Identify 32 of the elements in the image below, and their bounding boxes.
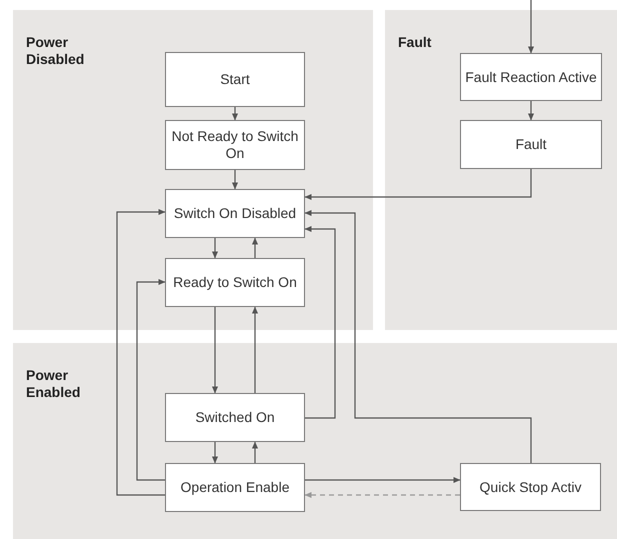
arrow [232,170,238,190]
state-group-panel [13,343,617,539]
state-box: Fault Reaction Active [460,53,602,101]
arrow [212,307,218,394]
group-heading: Fault [398,34,432,51]
arrow [136,278,166,481]
arrow [528,101,534,120]
arrow [304,492,460,498]
state-box: Not Ready to Switch On [165,120,305,170]
state-group-panel [13,10,373,330]
group-heading: Power Enabled [26,367,82,401]
arrow [232,107,238,120]
arrow [252,306,258,393]
arrow [304,169,532,200]
state-box: Ready to Switch On [165,258,305,307]
state-box: Start [165,52,305,107]
arrow [304,226,336,419]
arrow [252,442,258,463]
arrow [528,0,534,54]
group-heading: Power Disabled [26,34,86,68]
state-box: Operation Enable [165,463,305,512]
state-box: Switch On Disabled [165,189,305,238]
arrow [212,238,218,258]
arrow [252,238,258,258]
arrow [212,442,218,464]
state-box: Switched On [165,393,305,442]
arrow [305,476,460,484]
state-box: Quick Stop Activ [460,463,601,511]
arrow [116,208,166,496]
arrow [304,210,532,463]
state-box: Fault [460,120,602,169]
state-group-panel [385,10,617,330]
